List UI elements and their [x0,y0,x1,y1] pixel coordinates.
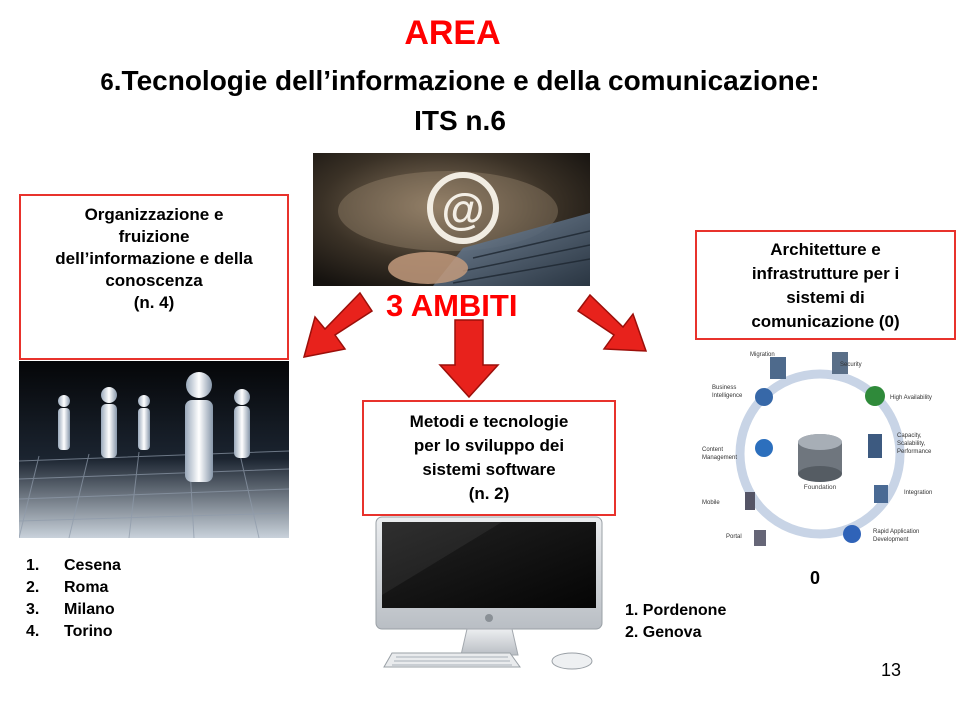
at-sign-image: @ [313,153,591,286]
middle-box-line: Metodi e tecnologie [409,412,569,431]
arrow-left-icon [302,291,374,358]
right-ambito-box: Architetture e infrastrutture per i sist… [695,230,956,340]
diagram-label: Foundation [804,484,837,491]
diagram-label: Migration [750,352,775,358]
middle-city-list: 1. Pordenone 2. Genova [625,600,726,644]
left-box-line: Organizzazione e [84,205,224,224]
diagram-label: Mobile [702,500,720,506]
list-number: 2. [26,579,40,596]
title-number: 6 [100,69,114,96]
list-item: 1. Pordenone [625,602,727,619]
list-number: 3. [26,601,40,618]
list-city: Cesena [64,557,121,574]
diagram-label: Business [712,385,736,391]
slide-title: 6.Tecnologie dell’informazione e della c… [0,62,920,140]
left-box-line: dell’informazione e della [55,249,253,268]
people-network-image [18,361,290,539]
right-box-line: infrastrutture per i [751,264,900,283]
diagram-label: High Availability [890,395,932,401]
diagram-label: Performance [897,449,932,455]
right-box-line: comunicazione (0) [751,312,900,331]
computer-image [362,515,612,675]
left-box-line: fruizione [118,227,190,246]
diagram-label: Capacity, [897,433,922,439]
arrow-right-icon [576,293,648,352]
diagram-label: Rapid Application [873,529,919,535]
diagram-label: Development [873,537,909,543]
list-city: Milano [64,601,115,618]
title-line2: ITS n.6 [414,105,506,136]
title-line1: .Tecnologie dell’informazione e della co… [113,65,820,96]
area-title: AREA [404,14,501,52]
diagram-label: Intelligence [712,393,743,399]
diagram-label: Portal [726,534,742,540]
list-city: Roma [64,579,109,596]
infrastructure-diagram: Foundation Migration Security High Avail… [690,342,955,562]
left-box-line: (n. 4) [133,293,175,312]
arrow-down-icon [438,319,500,399]
ambiti-label: 3 AMBITI [386,288,518,323]
list-item: 3. Milano [26,599,121,621]
middle-box-line: per lo sviluppo dei [413,436,565,455]
list-item: 1. Cesena [26,555,121,577]
list-item: 4. Torino [26,621,121,643]
diagram-label: Integration [904,490,932,496]
list-item: 2. Genova [625,624,702,641]
right-box-line: sistemi di [786,288,865,307]
left-ambito-box: Organizzazione e fruizione dell’informaz… [19,194,289,360]
list-number: 1. [26,557,40,574]
left-city-list: 1. Cesena 2. Roma 3. Milano 4. Torino [26,555,121,643]
diagram-label: Management [702,455,737,461]
middle-ambito-box: Metodi e tecnologie per lo sviluppo dei … [362,400,616,516]
list-city: Torino [64,623,113,640]
right-zero: 0 [810,568,821,588]
page-number: 13 [881,660,902,680]
diagram-label: Scalability, [897,441,926,447]
diagram-label: Security [840,362,862,368]
list-item: 2. Roma [26,577,121,599]
svg-text:@: @ [442,185,485,234]
arrows [302,291,648,399]
list-number: 4. [26,623,40,640]
left-box-line: conoscenza [105,271,203,290]
right-box-line: Architetture e [770,240,881,259]
middle-box-line: sistemi software [422,460,556,479]
middle-box-line: (n. 2) [468,484,510,503]
diagram-label: Content [702,447,723,453]
